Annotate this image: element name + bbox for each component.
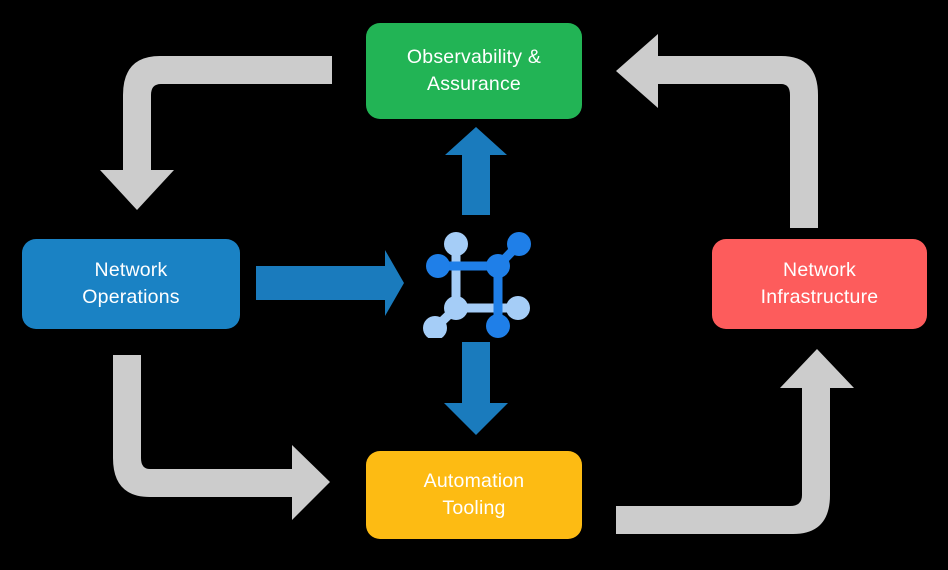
connector-automation-to-infrastructure: [616, 349, 854, 534]
network-topology-icon: [418, 218, 538, 340]
node-label-automation-tooling: Automation Tooling: [423, 470, 525, 519]
topology-node-left: [426, 254, 450, 278]
connector-operations-to-center: [256, 250, 404, 316]
node-label-network-infrastructure: Network Infrastructure: [760, 259, 879, 308]
topology-node-right: [506, 296, 530, 320]
connector-operations-to-automation: [113, 355, 330, 520]
topology-node-center: [486, 254, 510, 278]
topology-node-mid-left: [444, 296, 468, 320]
node-automation-tooling[interactable]: Automation Tooling: [366, 451, 582, 539]
node-network-infrastructure[interactable]: Network Infrastructure: [712, 239, 927, 329]
connector-center-to-automation: [444, 342, 508, 435]
topology-nodes: [423, 232, 531, 340]
node-network-operations[interactable]: Network Operations: [22, 239, 240, 329]
connector-center-to-observability: [445, 127, 507, 215]
topology-node-top-left: [444, 232, 468, 256]
topology-node-bottom: [486, 314, 510, 338]
topology-node-top-right: [507, 232, 531, 256]
node-observability-and-assurance[interactable]: Observability & Assurance: [366, 23, 582, 119]
node-label-observability: Observability & Assurance: [406, 46, 542, 95]
topology-node-bottom-left: [423, 316, 447, 340]
node-label-network-operations: Network Operations: [82, 259, 180, 308]
connector-infrastructure-to-observability: [616, 34, 818, 228]
connector-observability-to-operations: [100, 56, 332, 210]
